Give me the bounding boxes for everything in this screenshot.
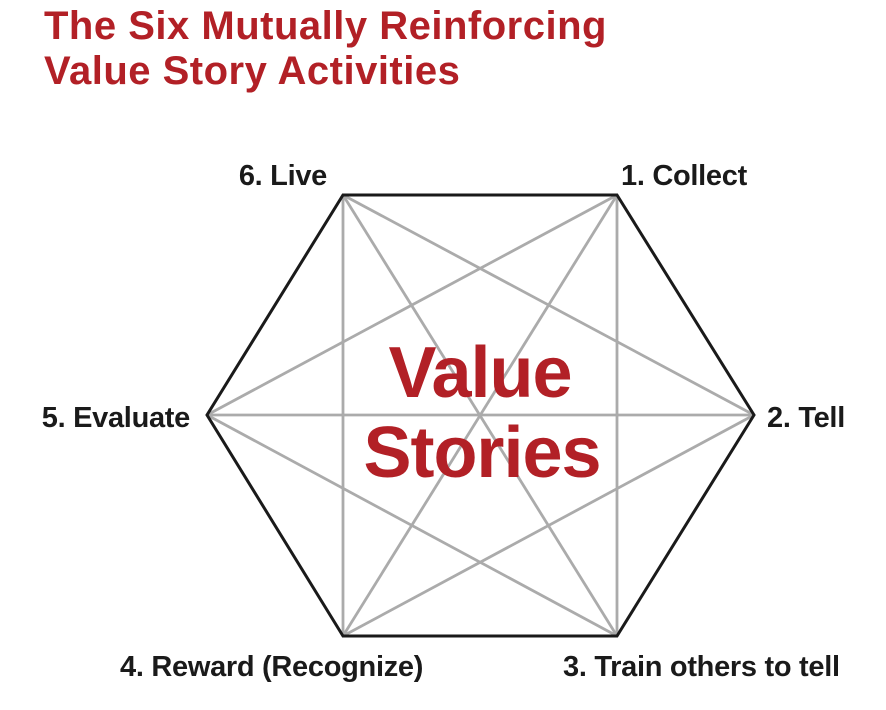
- diagonal-tell-reward: [342, 413, 755, 638]
- hexagon-outline: [205, 193, 756, 638]
- diagonal-tell-live: [342, 193, 755, 417]
- label-live: 6. Live: [239, 160, 327, 192]
- label-train: 3. Train others to tell: [563, 651, 840, 683]
- diagonal-train-evaluate: [206, 413, 618, 638]
- label-collect: 1. Collect: [621, 160, 748, 192]
- center-caption-line-1: Value: [388, 333, 571, 413]
- label-reward: 4. Reward (Recognize): [120, 651, 423, 683]
- label-evaluate: 5. Evaluate: [42, 402, 190, 434]
- diagonal-train-live: [341, 194, 619, 637]
- label-tell: 2. Tell: [767, 402, 845, 434]
- page-title: The Six Mutually Reinforcing Value Story…: [44, 4, 607, 94]
- title-line-1: The Six Mutually Reinforcing: [44, 4, 607, 48]
- diagonal-collect-evaluate: [206, 193, 618, 417]
- center-caption-line-2: Stories: [363, 413, 600, 493]
- title-line-2: Value Story Activities: [44, 49, 461, 93]
- diagonal-lines: [206, 193, 755, 638]
